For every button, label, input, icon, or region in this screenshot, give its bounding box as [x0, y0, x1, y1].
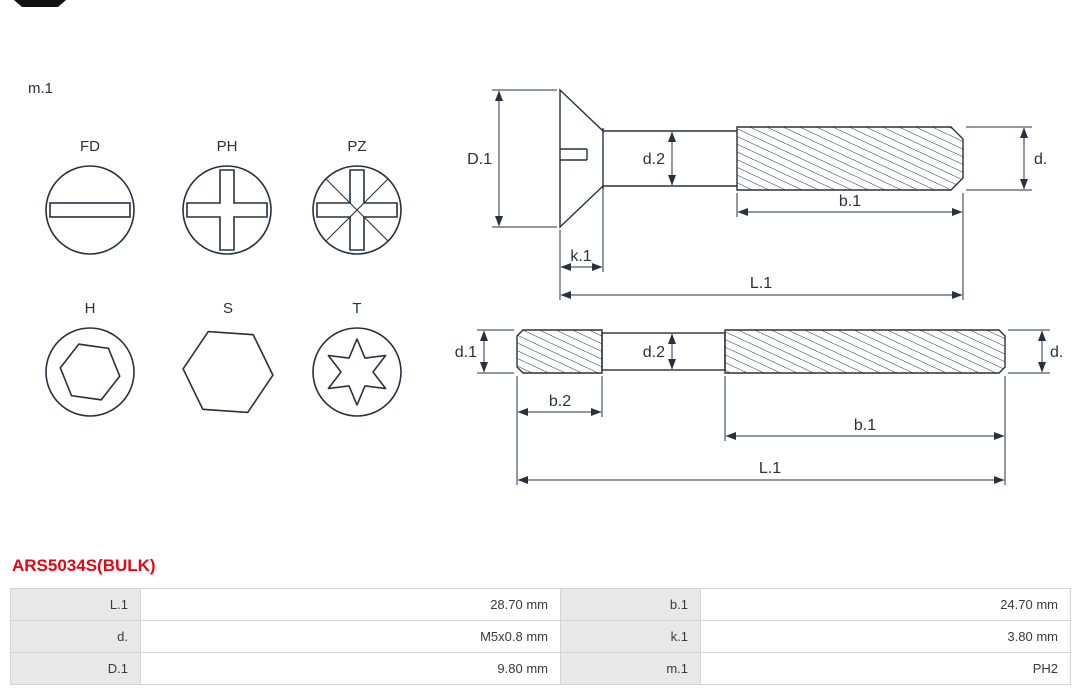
drive-type-h: H	[44, 300, 136, 418]
spec-key-cell: k.1	[560, 620, 701, 653]
drive-size-label: m.1	[28, 80, 54, 97]
phillips-drive-icon	[182, 165, 272, 255]
drive-type-s-label: S	[222, 300, 233, 317]
dim-label-bottom-d: d.	[1050, 344, 1063, 361]
hex-socket-icon	[45, 327, 135, 417]
drive-type-s: S	[182, 300, 274, 418]
spec-key-cell: m.1	[560, 652, 701, 685]
drive-type-pz-label: PZ	[347, 138, 367, 155]
pozidriv-drive-icon	[312, 165, 402, 255]
torx-drive-icon	[312, 327, 402, 417]
drive-type-t: T	[311, 300, 403, 418]
part-number: ARS5034S(BULK)	[12, 556, 156, 575]
drive-type-ph: PH	[181, 138, 273, 256]
spec-value-cell: 28.70 mm	[140, 588, 561, 621]
dim-label-bottom-d2: d.2	[643, 344, 665, 361]
flat-drive-icon	[45, 165, 135, 255]
drive-type-fd: FD	[44, 138, 136, 256]
spec-value-cell: M5x0.8 mm	[140, 620, 561, 653]
dim-label-d1: d.1	[455, 344, 477, 361]
dim-label-bottom-b1: b.1	[854, 417, 876, 434]
drive-type-pz: PZ	[311, 138, 403, 256]
table-row: D.1 9.80 mm m.1 PH2	[10, 652, 1071, 685]
dim-label-D1: D.1	[467, 151, 492, 168]
spec-value-cell: PH2	[700, 652, 1071, 685]
logo-mark	[14, 0, 66, 7]
spec-key-cell: d.	[10, 620, 141, 653]
drive-type-t-label: T	[352, 300, 362, 317]
dim-label-top-b1: b.1	[839, 193, 861, 210]
spec-value-cell: 24.70 mm	[700, 588, 1071, 621]
drive-type-h-label: H	[84, 300, 96, 317]
dim-label-top-d2: d.2	[643, 151, 665, 168]
dimensions-stud: d.1 d.2 d. b.2 b.1 L.1	[455, 329, 1063, 485]
dim-label-top-d: d.	[1034, 151, 1047, 168]
drive-type-ph-label: PH	[216, 138, 238, 155]
spec-key-cell: D.1	[10, 652, 141, 685]
spec-key-cell: L.1	[10, 588, 141, 621]
stud-view	[516, 329, 1006, 374]
dim-label-b2: b.2	[549, 393, 571, 410]
screw-dimension-drawing: D.1 d.2 d. b.1 k.1 L.1	[455, 88, 1063, 485]
spec-table: L.1 28.70 mm b.1 24.70 mm d. M5x0.8 mm k…	[10, 588, 1071, 685]
spec-key-cell: b.1	[560, 588, 701, 621]
hex-head-icon	[182, 330, 274, 414]
table-row: L.1 28.70 mm b.1 24.70 mm	[10, 588, 1071, 621]
spec-value-cell: 9.80 mm	[140, 652, 561, 685]
countersunk-screw-view	[559, 88, 964, 229]
dim-label-k1: k.1	[570, 248, 591, 265]
drive-type-fd-label: FD	[80, 138, 100, 155]
dim-label-top-L1: L.1	[750, 275, 772, 292]
spec-value-cell: 3.80 mm	[700, 620, 1071, 653]
dimensions-top-screw: D.1 d.2 d. b.1 k.1 L.1	[467, 89, 1047, 300]
table-row: d. M5x0.8 mm k.1 3.80 mm	[10, 620, 1071, 653]
dim-label-bottom-L1: L.1	[759, 460, 781, 477]
